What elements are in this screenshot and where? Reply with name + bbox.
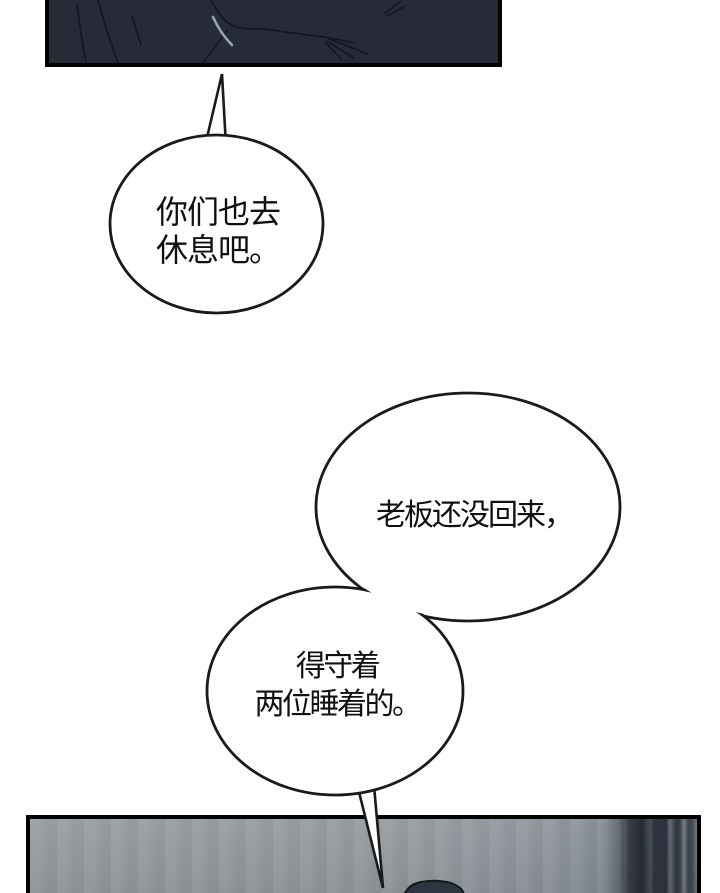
speech-line: 得守着 — [295, 649, 381, 684]
speech-bubble-3-shape — [205, 585, 465, 797]
speech-line: 休息吧。 — [156, 231, 281, 269]
speech-bubble-3-text: 得守着 两位睡着的。 — [254, 648, 423, 724]
head-silhouette — [403, 879, 465, 893]
bottom-comic-panel — [26, 815, 701, 893]
speech-line: 你们也去 — [156, 193, 281, 231]
figure-line-art — [76, 0, 406, 63]
speech-bubble-2-text: 老板还没回来， — [376, 498, 574, 533]
top-comic-panel — [45, 0, 502, 67]
speech-bubble-2-merge-fill — [318, 395, 618, 619]
speech-bubble-1-shape — [108, 133, 325, 315]
speech-line: 两位睡着的。 — [254, 687, 423, 722]
collar-highlight — [211, 15, 234, 47]
speech-bubble-1-text: 你们也去 休息吧。 — [156, 193, 281, 269]
speech-line: 老板还没回来， — [376, 498, 574, 533]
